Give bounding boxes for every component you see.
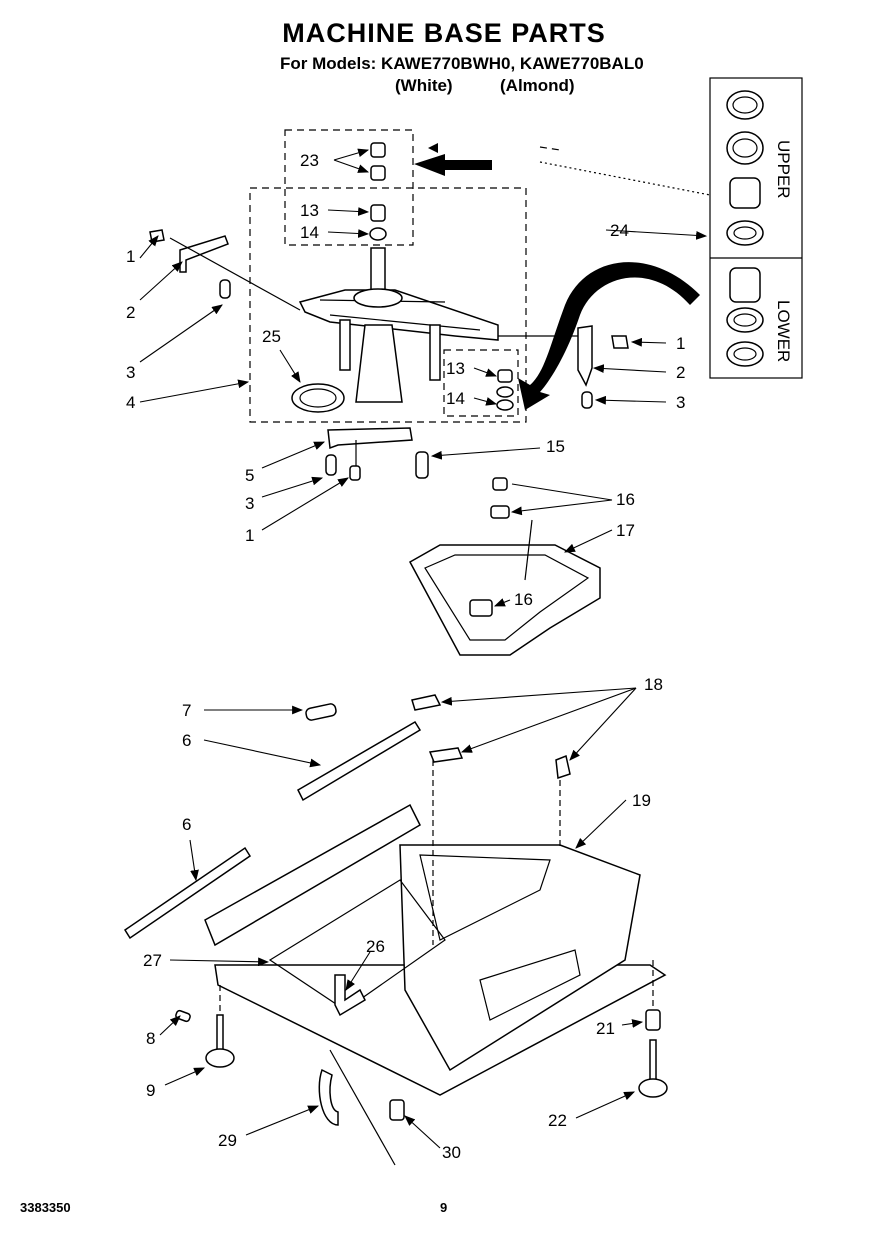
- part-30-clip: [389, 1099, 405, 1121]
- part-6-rail-lower: [123, 846, 252, 940]
- callout-14-upper: 14: [300, 223, 319, 242]
- leg-left: [339, 319, 351, 371]
- part-18-plate-a: [411, 694, 442, 711]
- part-16-clip-c: [469, 599, 493, 617]
- part-22-leg-stem: [649, 1039, 657, 1083]
- part-16-clip-a: [492, 477, 508, 491]
- callout-23: 23: [300, 151, 319, 170]
- inset-frame: [709, 77, 803, 379]
- part-8-pin: [175, 1009, 191, 1023]
- callout-6-upper: 6: [182, 731, 191, 750]
- machine-base-frame: [204, 760, 667, 1166]
- part-15-spring: [415, 451, 429, 479]
- reference-arrow-top: [414, 154, 492, 176]
- part-5-bracket: [327, 427, 413, 450]
- callout-5: 5: [245, 466, 254, 485]
- left-side-rail: [204, 803, 421, 947]
- variant-white: (White): [395, 76, 453, 95]
- part-13-cushion: [370, 204, 386, 222]
- callout-13-upper: 13: [300, 201, 319, 220]
- callout-1-lower: 1: [245, 526, 254, 545]
- part-14-washer: [369, 227, 387, 241]
- callout-9: 9: [146, 1081, 155, 1100]
- diagram-title: MACHINE BASE PARTS: [282, 18, 606, 48]
- callout-labels: 23 13 14 1 2 3 4 25 13 14 1 2 3 24 5 3 1…: [126, 151, 685, 1162]
- callout-3-right: 3: [676, 393, 685, 412]
- callout-17: 17: [616, 521, 635, 540]
- gearcase-stem: [355, 324, 403, 403]
- hub: [353, 288, 403, 308]
- document-number: 3383350: [20, 1200, 71, 1215]
- callout-24: 24: [610, 221, 629, 240]
- part13-14-dashed-box: [443, 349, 519, 417]
- part-26-clip: [334, 974, 366, 1017]
- part-3-spring-lower: [325, 454, 337, 476]
- callout-26: 26: [366, 937, 385, 956]
- part-18-plate-c: [555, 754, 571, 780]
- part-13-right: [497, 369, 513, 383]
- part-1-screw-lower: [349, 465, 361, 481]
- right-bracket-hardware: [498, 325, 629, 409]
- part-22-leg-foot: [638, 1078, 668, 1098]
- callout-30: 30: [442, 1143, 461, 1162]
- callout-2-right: 2: [676, 363, 685, 382]
- part-9-leg-foot: [205, 1048, 235, 1068]
- callout-19: 19: [632, 791, 651, 810]
- callout-3-lower: 3: [245, 494, 254, 513]
- callout-15: 15: [546, 437, 565, 456]
- snubber-23-upper: [370, 142, 386, 181]
- part4-dashed-box: [249, 187, 527, 423]
- part-18-plate-b: [428, 747, 464, 763]
- callout-3-left: 3: [126, 363, 135, 382]
- leg-right: [429, 324, 441, 381]
- part-7-spring: [305, 703, 337, 721]
- page-number: 9: [440, 1200, 448, 1215]
- part-21-nut: [645, 1009, 661, 1031]
- part-16-clip-b: [490, 505, 510, 519]
- callout-7: 7: [182, 701, 191, 720]
- callout-4: 4: [126, 393, 135, 412]
- callout-16-top: 16: [616, 490, 635, 509]
- inset-label-lower: LOWER: [774, 300, 793, 362]
- callout-13-right: 13: [446, 359, 465, 378]
- callout-16-lower: 16: [514, 590, 533, 609]
- callout-27: 27: [143, 951, 162, 970]
- models-line: For Models: KAWE770BWH0, KAWE770BAL0: [280, 54, 644, 73]
- part-14-right: [496, 399, 514, 411]
- part-25-seal: [291, 383, 345, 413]
- part-9-leg-stem: [216, 1014, 224, 1051]
- callout-18: 18: [644, 675, 663, 694]
- part-24-inset: [709, 77, 803, 379]
- part-6-rail-upper: [297, 720, 422, 802]
- callout-21: 21: [596, 1019, 615, 1038]
- inset-label-upper: UPPER: [774, 140, 793, 199]
- callout-1-right: 1: [676, 334, 685, 353]
- drive-assembly-group: [149, 129, 711, 481]
- leader-lines: [139, 148, 708, 1149]
- callout-29: 29: [218, 1131, 237, 1150]
- variant-almond: (Almond): [500, 76, 575, 95]
- callout-1-left: 1: [126, 247, 135, 266]
- callout-8: 8: [146, 1029, 155, 1048]
- part-29-hook: [318, 1068, 339, 1126]
- callout-14-right: 14: [446, 389, 465, 408]
- callout-2-left: 2: [126, 303, 135, 322]
- callout-22: 22: [548, 1111, 567, 1130]
- callout-6-lower: 6: [182, 815, 191, 834]
- callout-25: 25: [262, 327, 281, 346]
